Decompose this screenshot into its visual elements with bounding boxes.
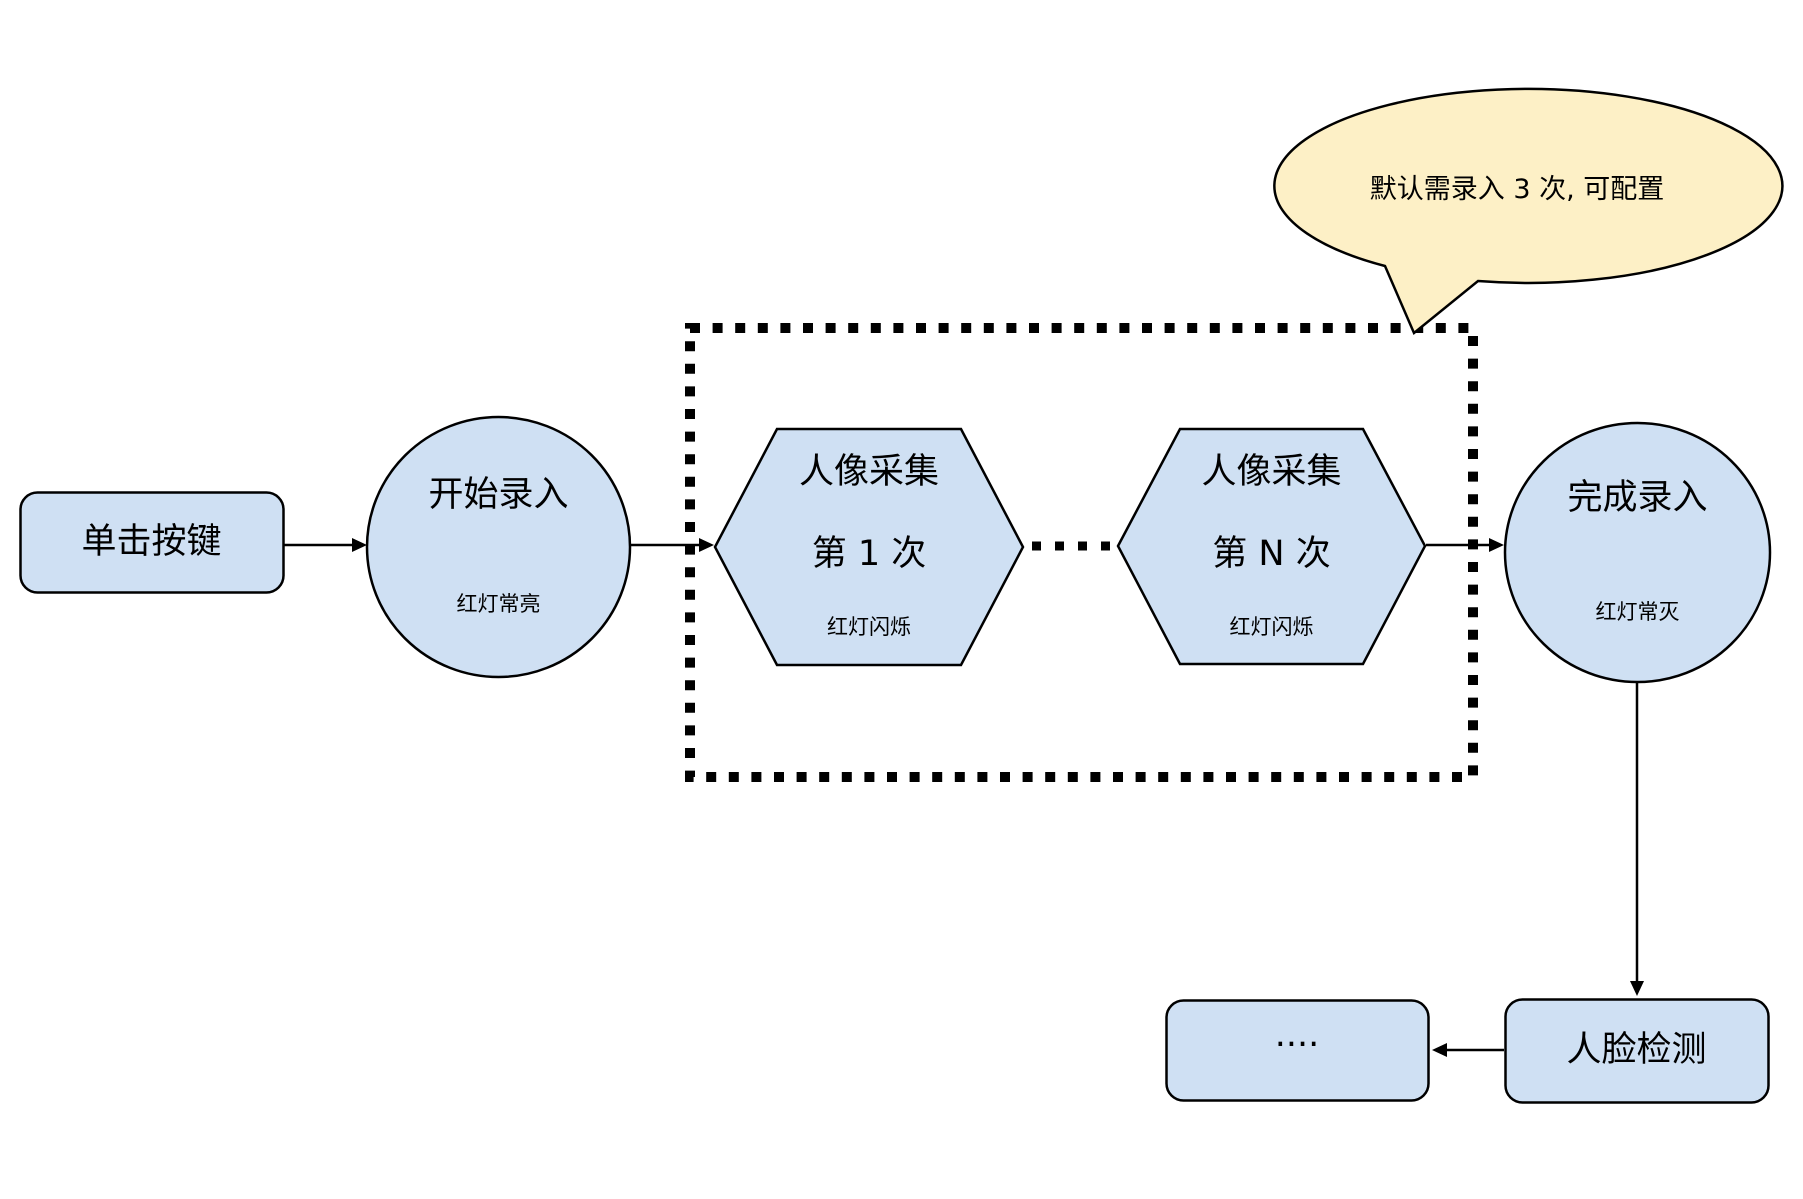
finish-record-sublabel: 红灯常灭 <box>1595 600 1680 625</box>
face-detect-shape <box>1504 998 1770 1104</box>
arrow-captureN-to-finish <box>1426 538 1504 552</box>
capture-first-sublabel: 红灯闪烁 <box>827 615 911 640</box>
capture-first-line2: 第 1 次 <box>811 533 927 574</box>
capture-loop-dotted-frame <box>685 323 1478 782</box>
finish-record-label: 完成录入 <box>1567 477 1708 518</box>
ellipsis-box-shape <box>1165 999 1430 1102</box>
arrow-face-detect-to-ellipsis <box>1432 1043 1504 1057</box>
callout-bubble-shape <box>1273 87 1784 336</box>
arrow-start-to-capture1 <box>631 538 714 552</box>
start-record-shape <box>365 415 632 679</box>
arrow-finish-to-face-detect <box>1630 682 1644 996</box>
arrow-click-to-start <box>284 538 367 552</box>
face-detect-label: 人脸检测 <box>1566 1030 1707 1071</box>
start-record-sublabel: 红灯常亮 <box>456 592 541 617</box>
capture-nth-shape <box>1116 427 1427 666</box>
capture-nth-line1: 人像采集 <box>1201 451 1342 492</box>
ellipsis-box-label: .... <box>1274 1014 1320 1055</box>
start-record-label: 开始录入 <box>428 474 569 515</box>
capture-first-line1: 人像采集 <box>798 451 939 492</box>
callout-text: 默认需录入 3 次, 可配置 <box>1369 174 1665 206</box>
click-button-label: 单击按键 <box>81 521 222 562</box>
capture-nth-sublabel: 红灯闪烁 <box>1229 615 1314 640</box>
click-button-shape <box>19 491 285 594</box>
capture-first-shape <box>713 427 1025 667</box>
capture-nth-line2: 第 N 次 <box>1212 533 1331 574</box>
finish-record-shape <box>1503 421 1772 684</box>
